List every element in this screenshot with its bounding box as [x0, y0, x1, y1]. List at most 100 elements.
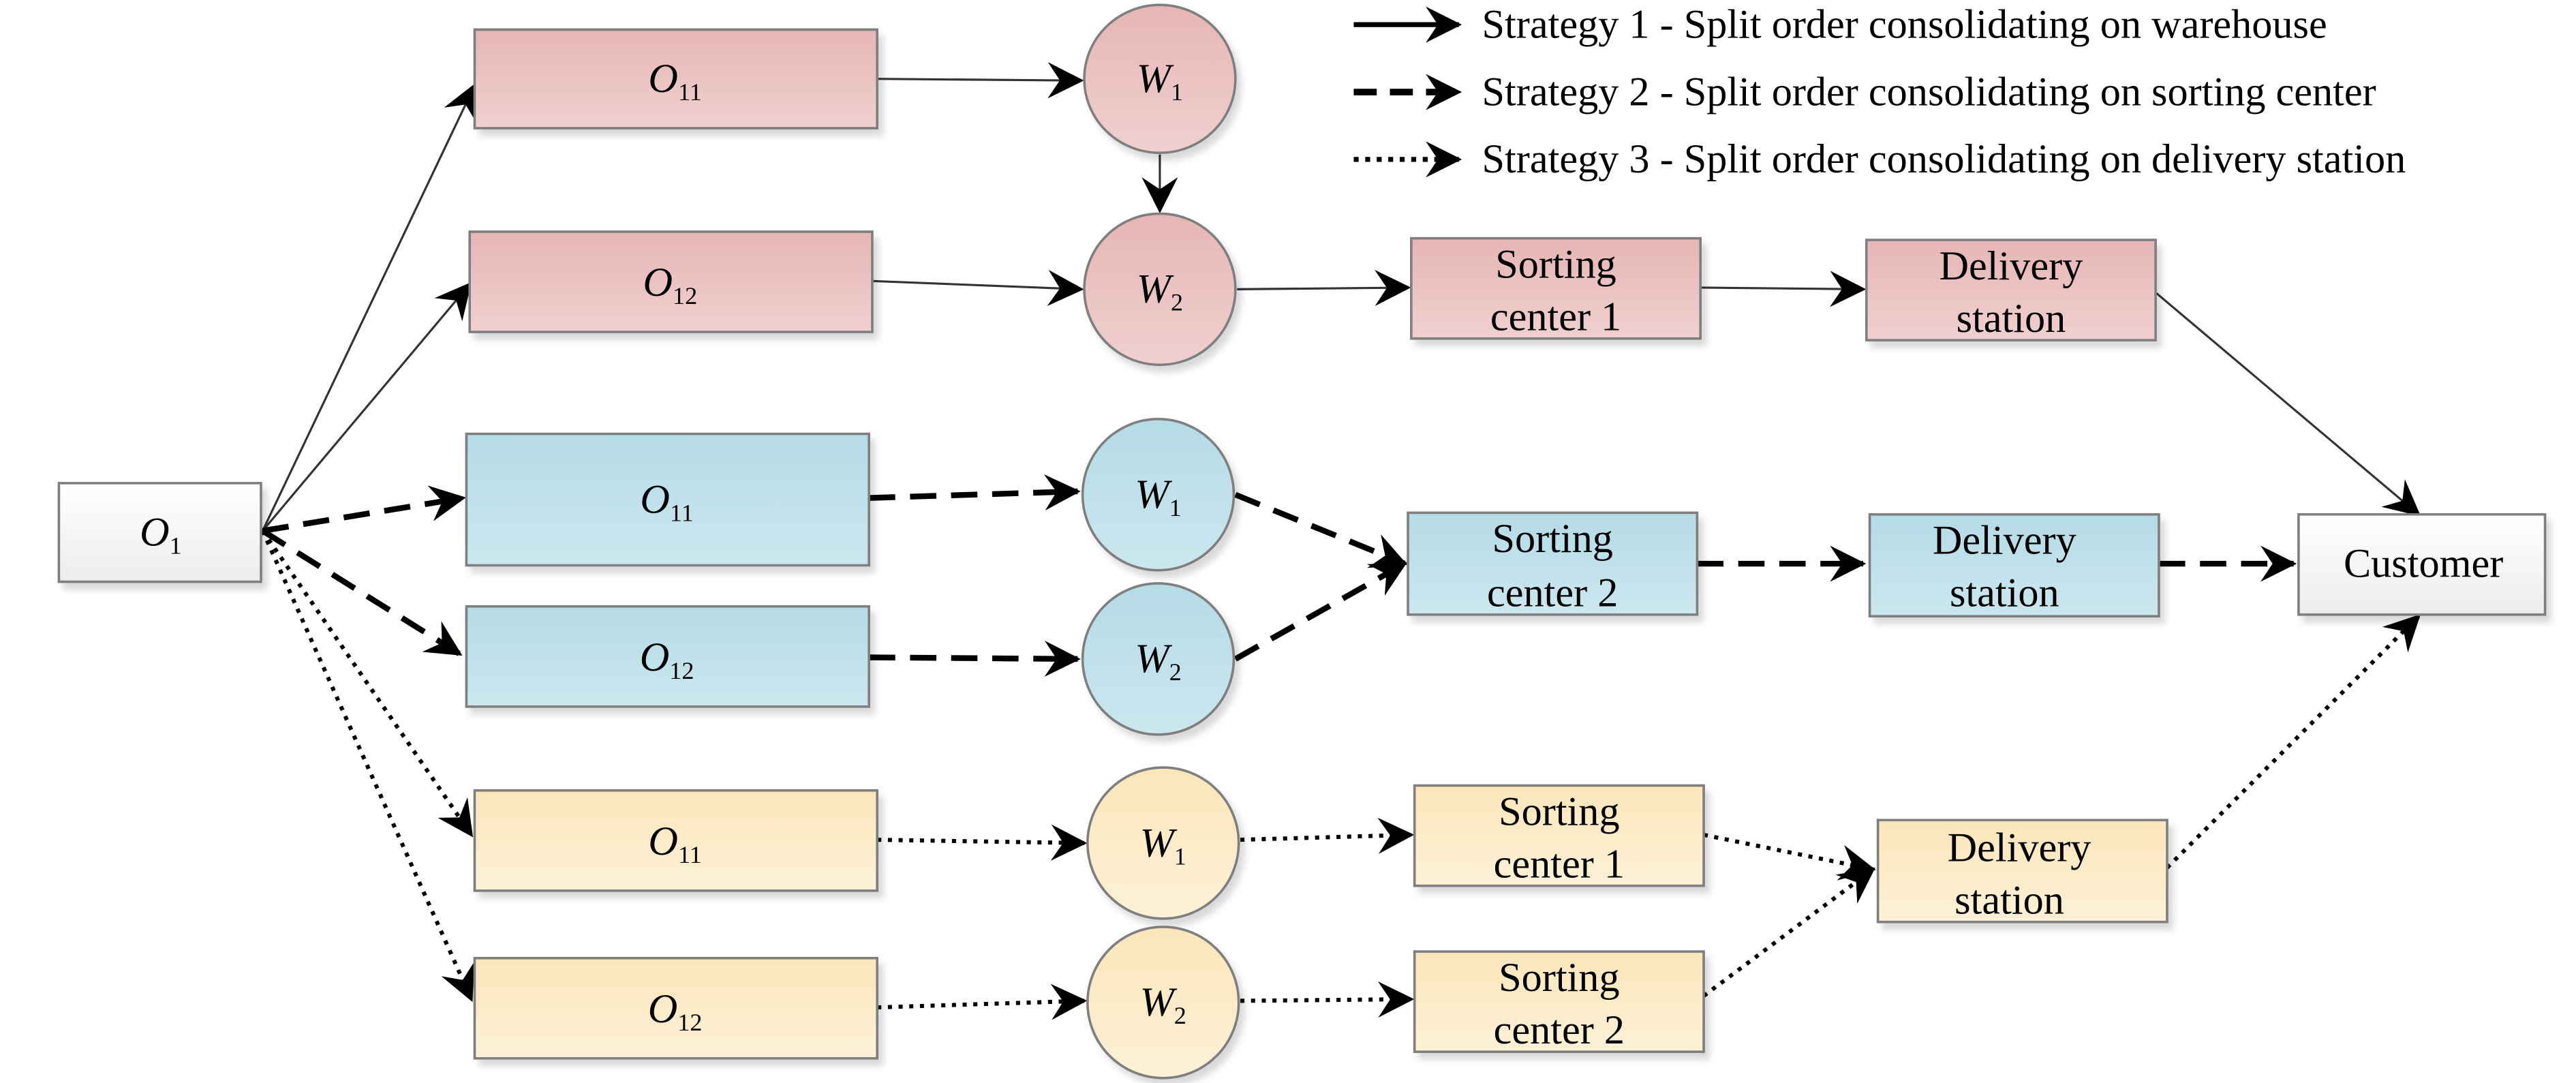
legend-label: Strategy 1 - Split order consolidating o… [1482, 1, 2327, 47]
strategy-3-edges [260, 530, 2421, 1020]
sorting-center-label-line2: center 1 [1494, 842, 1625, 887]
svg-text:O11: O11 [648, 819, 701, 868]
edge-o1-to-s3-o11 [260, 530, 474, 838]
edge-s1-o11-to-w1 [877, 62, 1084, 99]
legend-item-strategy-2: Strategy 2 - Split order consolidating o… [1353, 69, 2376, 115]
origin-subscript: 1 [170, 532, 182, 560]
s3-delivery-station: Delivery station [1876, 819, 2168, 924]
edge-s3-o11-to-w1 [877, 824, 1088, 861]
warehouse-subscript: 2 [1171, 289, 1183, 316]
edge-s1-delivery-to-customer [2155, 292, 2421, 517]
order-subscript: 12 [669, 657, 694, 684]
delivery-station-label-line2: station [1954, 878, 2064, 924]
sorting-center-label-line2: center 2 [1494, 1007, 1625, 1053]
s3-sorting-center-2: Sorting center 2 [1413, 950, 1705, 1053]
s3-order-o12: O12 [473, 956, 879, 1060]
s1-warehouse-w2: W2 [1083, 212, 1237, 367]
customer-node: Customer [2297, 513, 2547, 616]
s3-warehouse-w1: W1 [1086, 766, 1240, 920]
svg-text:W2: W2 [1140, 979, 1186, 1029]
edge-s1-w2-to-sorting [1237, 269, 1411, 306]
order-subscript: 11 [678, 841, 702, 868]
svg-text:O1: O1 [140, 510, 182, 560]
s1-sorting-center: Sorting center 1 [1410, 237, 1702, 340]
warehouse-subscript: 2 [1169, 658, 1182, 686]
s2-warehouse-w2: W2 [1081, 582, 1236, 736]
s2-sorting-center: Sorting center 2 [1407, 511, 1699, 616]
svg-text:O12: O12 [640, 635, 694, 684]
sorting-center-label-line1: Sorting [1499, 955, 1619, 1001]
origin-symbol: O [140, 510, 170, 555]
edge-s3-w1-to-sorting1 [1240, 817, 1415, 854]
customer-label: Customer [2344, 540, 2503, 586]
edge-s3-o12-to-w2 [877, 983, 1088, 1020]
warehouse-symbol: W [1140, 820, 1178, 866]
strategy-2-edges [261, 474, 2297, 677]
edge-o1-to-s2-o11 [262, 485, 466, 534]
svg-text:W2: W2 [1135, 636, 1181, 686]
warehouse-symbol: W [1140, 979, 1178, 1025]
svg-text:O12: O12 [648, 986, 703, 1036]
warehouse-subscript: 1 [1171, 78, 1183, 106]
edge-o1-to-s2-o12 [261, 528, 463, 657]
strategy-3-nodes: O11 O12 W1 W2 Sorting center 1 Sortin [473, 766, 2168, 1080]
sorting-center-label-line1: Sorting [1499, 789, 1619, 834]
edge-s2-w1-to-sorting [1234, 491, 1408, 568]
sorting-center-label-line2: center 2 [1487, 570, 1618, 616]
strategy-1-edges [261, 62, 2421, 532]
order-symbol: O [648, 986, 678, 1032]
legend: Strategy 1 - Split order consolidating o… [1353, 1, 2406, 182]
sorting-center-label-line1: Sorting [1495, 241, 1616, 287]
legend-item-strategy-1: Strategy 1 - Split order consolidating o… [1353, 1, 2327, 47]
s1-order-o11: O11 [473, 28, 879, 129]
delivery-station-label-line1: Delivery [1948, 825, 2091, 870]
delivery-station-label-line2: station [1950, 570, 2059, 616]
strategy-1-nodes: O11 O12 W1 W2 Sorting center 1 Delive [468, 3, 2157, 367]
edge-s2-o12-to-w2 [869, 640, 1081, 677]
warehouse-subscript: 1 [1174, 842, 1186, 870]
order-symbol: O [648, 56, 678, 102]
s3-order-o11: O11 [473, 789, 879, 892]
order-symbol: O [648, 819, 678, 864]
s2-order-o11: O11 [465, 432, 870, 567]
edges [260, 62, 2421, 1020]
delivery-station-label-line2: station [1957, 296, 2066, 341]
edge-s2-o11-to-w1 [869, 474, 1081, 510]
order-subscript: 11 [670, 499, 694, 526]
legend-item-strategy-3: Strategy 3 - Split order consolidating o… [1353, 136, 2406, 182]
legend-label: Strategy 2 - Split order consolidating o… [1482, 69, 2376, 115]
edge-s3-w2-to-sorting2 [1240, 981, 1415, 1018]
svg-text:W1: W1 [1140, 820, 1186, 870]
warehouse-symbol: W [1135, 636, 1172, 682]
svg-text:W1: W1 [1137, 56, 1183, 106]
s1-order-o12: O12 [468, 230, 874, 333]
warehouse-subscript: 1 [1169, 494, 1182, 521]
order-symbol: O [640, 476, 670, 522]
warehouse-subscript: 2 [1174, 1002, 1186, 1029]
edge-o1-to-s1-o11 [261, 82, 477, 532]
strategy-2-nodes: O11 O12 W1 W2 Sorting center 2 Delive [465, 418, 2160, 736]
origin-order-node: O1 [57, 482, 262, 583]
svg-text:O12: O12 [643, 260, 698, 309]
order-symbol: O [643, 260, 673, 305]
s2-warehouse-w1: W1 [1081, 418, 1236, 572]
order-subscript: 11 [678, 78, 702, 106]
s2-order-o12: O12 [465, 605, 870, 708]
edge-s3-delivery-to-customer [2165, 614, 2421, 870]
edge-s1-o12-to-w2 [872, 269, 1084, 306]
edge-o1-to-s1-o12 [262, 281, 472, 532]
s1-delivery-station: Delivery station [1865, 239, 2157, 341]
legend-label: Strategy 3 - Split order consolidating o… [1482, 136, 2406, 182]
s3-sorting-center-1: Sorting center 1 [1413, 784, 1705, 887]
sorting-center-label-line1: Sorting [1492, 516, 1612, 562]
s2-delivery-station: Delivery station [1868, 513, 2160, 618]
order-symbol: O [640, 635, 670, 680]
edge-s3-sorting2-to-delivery [1702, 867, 1875, 998]
warehouse-symbol: W [1137, 56, 1174, 102]
delivery-station-label-line1: Delivery [1939, 243, 2083, 289]
s3-warehouse-w2: W2 [1086, 926, 1240, 1080]
order-subscript: 12 [673, 282, 697, 309]
edge-s1-sorting-to-delivery [1700, 271, 1867, 307]
svg-text:O11: O11 [648, 56, 701, 106]
